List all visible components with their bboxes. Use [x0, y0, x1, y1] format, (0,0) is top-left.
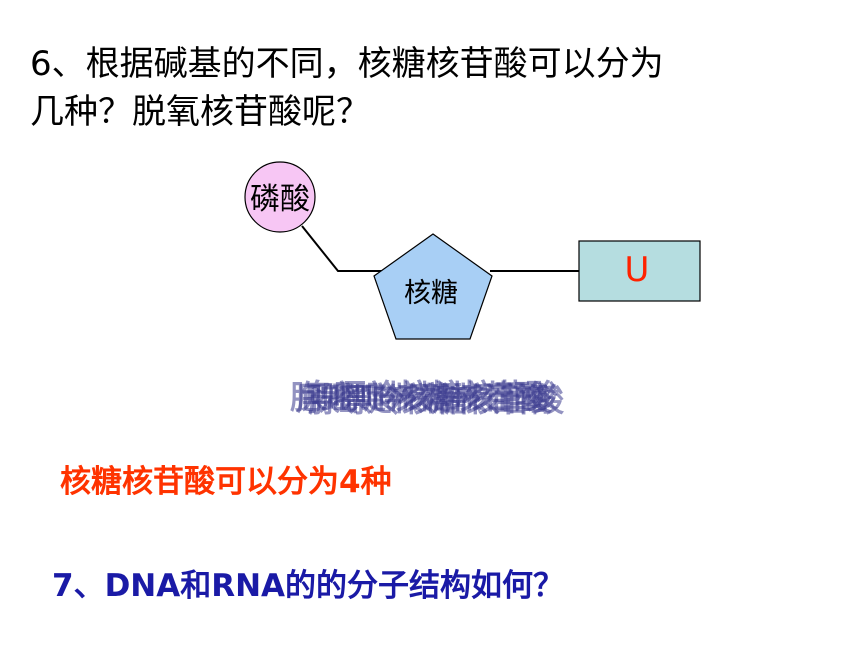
question-7: 7、DNA和RNA的的分子结构如何？: [52, 568, 565, 604]
answer-text: 核糖核苷酸可以分为4种: [60, 464, 392, 500]
sugar-label: 核糖: [404, 278, 458, 309]
overlap-label-guanine: 鸟嘌呤核糖核苷酸: [302, 377, 559, 415]
phosphate-label: 磷酸: [250, 182, 310, 217]
phosphate-sugar-bond: [301, 225, 383, 272]
question-6-line-2: 几种？脱氧核苷酸呢？: [30, 92, 370, 132]
overlap-label-uracil: 尿嘧啶核糖核苷酸: [296, 380, 553, 418]
base-box: [578, 240, 701, 302]
overlap-label-cytosine: 胞嘧啶核糖核苷酸: [290, 378, 547, 416]
question-6-line-1: 6、根据碱基的不同，核糖核苷酸可以分为: [30, 44, 664, 84]
overlapping-nucleotide-labels: 胞嘧啶核糖核苷酸 尿嘧啶核糖核苷酸 鸟嘌呤核糖核苷酸 腺嘌呤核糖核苷酸: [290, 372, 630, 432]
question-6: 6、根据碱基的不同，核糖核苷酸可以分为 几种？脱氧核苷酸呢？: [30, 40, 790, 136]
phosphate-circle: [244, 161, 316, 233]
overlap-label-adenine: 腺嘌呤核糖核苷酸: [308, 381, 565, 419]
base-label: U: [625, 250, 650, 290]
sugar-pentagon: [373, 233, 493, 340]
